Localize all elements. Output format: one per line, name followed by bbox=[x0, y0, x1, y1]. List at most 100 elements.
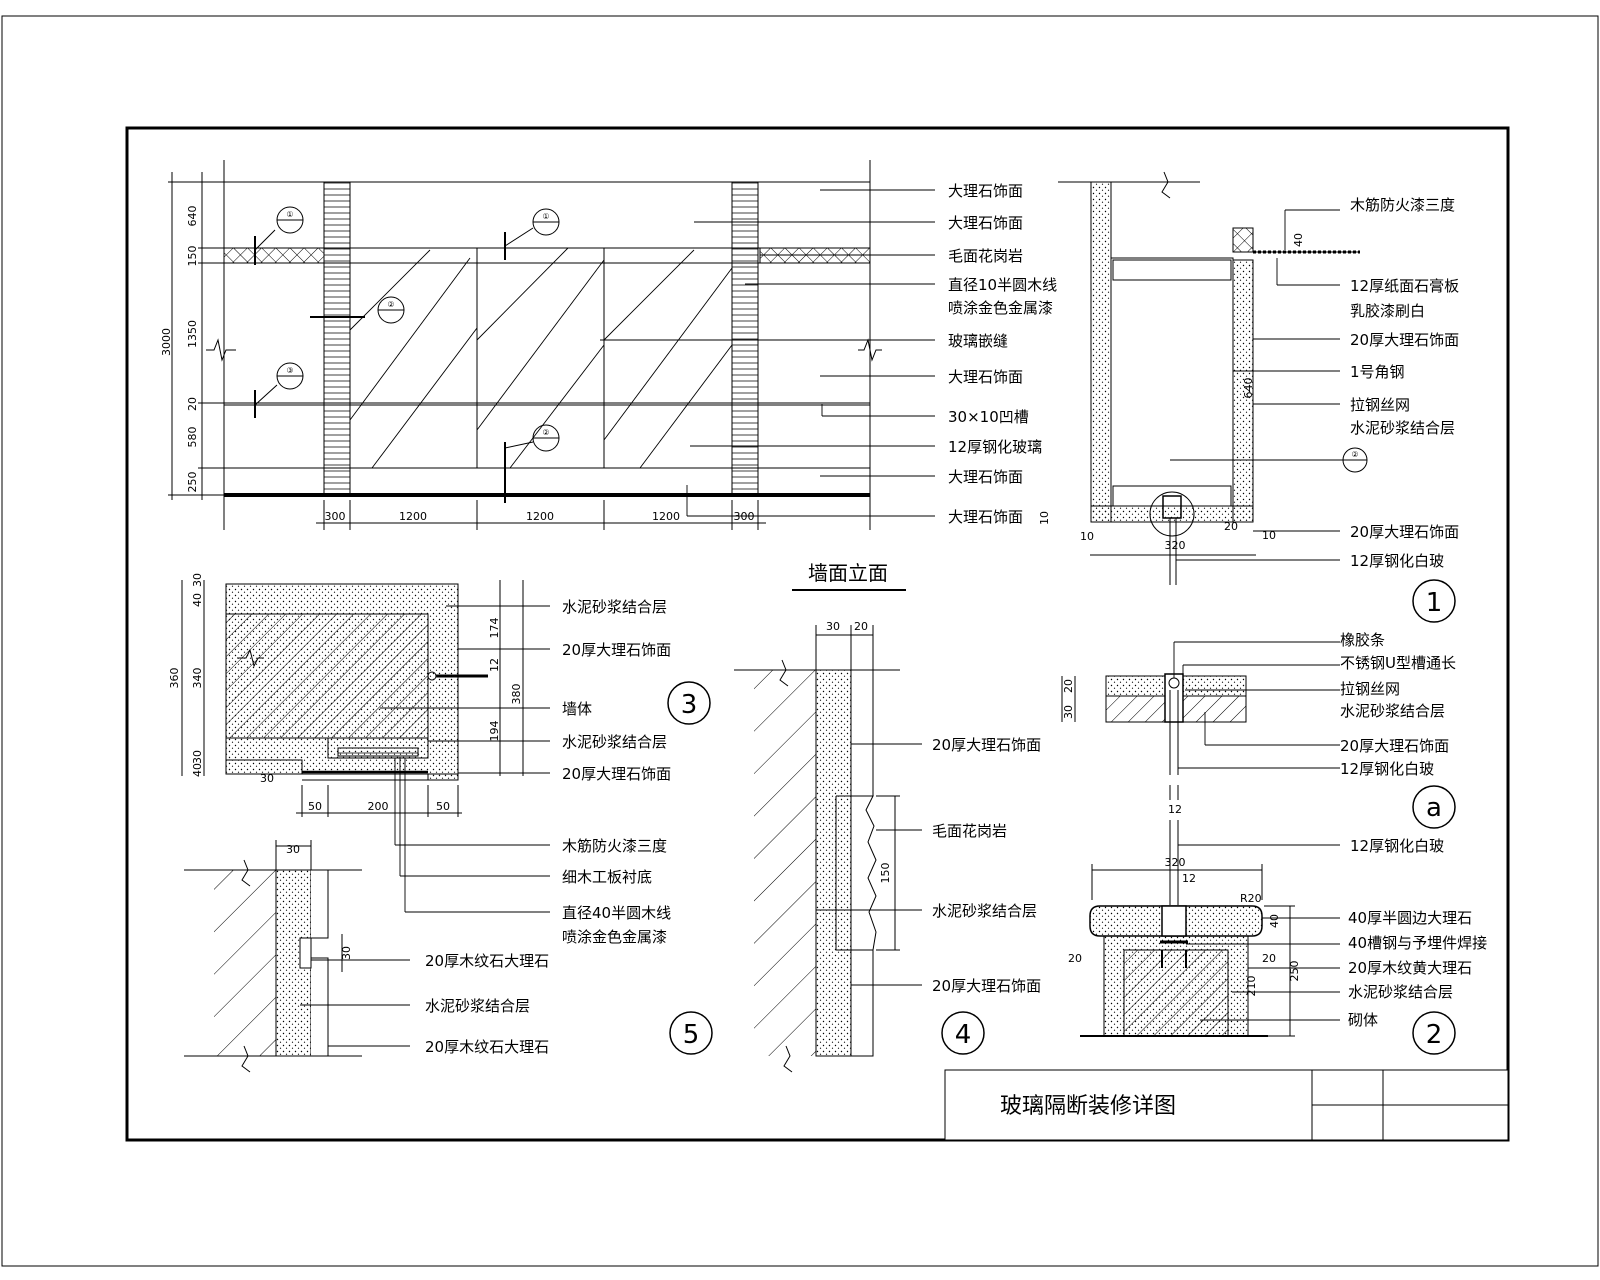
detailA-number: a bbox=[1426, 793, 1442, 823]
elev-dim-left: 1350 bbox=[186, 320, 199, 348]
detail2-dim: 250 bbox=[1288, 961, 1301, 982]
elev-dim-left: 250 bbox=[186, 472, 199, 493]
elev-dim-left: 640 bbox=[186, 206, 199, 227]
elev-dim-total: 3000 bbox=[160, 328, 173, 356]
detail4-number: 4 bbox=[955, 1020, 972, 1050]
detail3-label: 20厚大理石饰面 bbox=[562, 765, 671, 783]
elev-dim-bottom: 1200 bbox=[526, 510, 554, 523]
detail-a: 30 20 12 橡胶条 不锈钢U型槽通长 拉钢丝网 水泥砂浆结合层 20厚大理… bbox=[1061, 631, 1456, 829]
detail5-label: 水泥砂浆结合层 bbox=[425, 997, 530, 1015]
detail1-label: 12厚钢化白玻 bbox=[1350, 552, 1444, 570]
detail1-number: 1 bbox=[1426, 588, 1443, 618]
detailA-dim: 20 bbox=[1062, 679, 1075, 693]
detail2-label: 水泥砂浆结合层 bbox=[1348, 983, 1453, 1001]
detail3-dim: 174 bbox=[488, 618, 501, 639]
detail1-label: 乳胶漆刷白 bbox=[1350, 302, 1425, 320]
detail3-dim: 50 bbox=[308, 800, 322, 813]
detail2-dim: 210 bbox=[1245, 976, 1258, 997]
detailA-dim: 30 bbox=[1062, 705, 1075, 719]
elev-label: 12厚钢化玻璃 bbox=[948, 438, 1042, 456]
elevation-title: 墙面立面 bbox=[808, 561, 888, 585]
detail3-dim: 50 bbox=[436, 800, 450, 813]
detail3-dim: 194 bbox=[488, 721, 501, 742]
detail4-dim: 150 bbox=[879, 863, 892, 884]
detail3-label: 20厚大理石饰面 bbox=[562, 641, 671, 659]
detail1-dim: 320 bbox=[1165, 539, 1186, 552]
detailA-label: 20厚大理石饰面 bbox=[1340, 737, 1449, 755]
detail5-label: 20厚木纹石大理石 bbox=[425, 952, 549, 970]
detail2-dim: 20 bbox=[1262, 952, 1276, 965]
elev-label: 大理石饰面 bbox=[948, 182, 1023, 200]
detail2-label: 40厚半圆边大理石 bbox=[1348, 909, 1472, 927]
elev-dim-bottom: 1200 bbox=[399, 510, 427, 523]
detail4-label: 毛面花岗岩 bbox=[932, 822, 1007, 840]
detailA-label: 水泥砂浆结合层 bbox=[1340, 702, 1445, 720]
elev-dim-left: 580 bbox=[186, 427, 199, 448]
detail1-dim: 40 bbox=[1292, 233, 1305, 247]
elev-dim-bottom: 300 bbox=[734, 510, 755, 523]
detail3-dim: 360 bbox=[168, 668, 181, 689]
detail2-dim: 20 bbox=[1068, 952, 1082, 965]
detail3-dim: 380 bbox=[510, 684, 523, 705]
elev-label: 直径10半圆木线 bbox=[948, 276, 1057, 294]
detail4-label: 20厚大理石饰面 bbox=[932, 736, 1041, 754]
detailA-label: 12厚钢化白玻 bbox=[1340, 760, 1434, 778]
detail2-dim: R20 bbox=[1240, 892, 1262, 905]
detail-4: 30 20 150 20厚大理石饰面 毛面花岗岩 水泥砂浆结合层 20厚大理石饰… bbox=[734, 620, 1041, 1073]
elev-label: 大理石饰面 bbox=[948, 214, 1023, 232]
elev-callout: ① bbox=[286, 210, 293, 219]
outer-border bbox=[1, 15, 1599, 1267]
elev-label: 喷涂金色金属漆 bbox=[948, 299, 1053, 317]
detail1-label: 木筋防火漆三度 bbox=[1350, 196, 1455, 214]
detail2-number: 2 bbox=[1426, 1020, 1443, 1050]
detail3-dim: 40 bbox=[191, 763, 204, 777]
elev-callout: ② bbox=[542, 428, 549, 437]
detail5-dim: 30 bbox=[340, 946, 353, 960]
detail3-label: 木筋防火漆三度 bbox=[562, 837, 667, 855]
detail3-dim: 30 bbox=[191, 573, 204, 587]
elev-callout: ① bbox=[542, 212, 549, 221]
inner-border bbox=[125, 126, 1510, 1142]
detail1-dim: 20 bbox=[1224, 520, 1238, 533]
detail3-dim: 200 bbox=[368, 800, 389, 813]
detail4-label: 20厚大理石饰面 bbox=[932, 977, 1041, 995]
detail1-dim: 10 bbox=[1262, 529, 1276, 542]
detail3-dim: 340 bbox=[191, 668, 204, 689]
detail5-number: 5 bbox=[683, 1020, 700, 1050]
elev-callout: ③ bbox=[286, 366, 293, 375]
detail1-label: 20厚大理石饰面 bbox=[1350, 523, 1459, 541]
detail4-dim: 20 bbox=[854, 620, 868, 633]
detailA-label: 拉钢丝网 bbox=[1340, 680, 1400, 698]
detail-3: 40 30 360 340 30 40 174 12 380 194 50 20… bbox=[168, 573, 711, 946]
elev-dim-left: 150 bbox=[186, 246, 199, 267]
detail3-dim: 12 bbox=[488, 658, 501, 672]
detailA-label: 不锈钢U型槽通长 bbox=[1340, 654, 1456, 672]
detail1-dim: 10 bbox=[1080, 530, 1094, 543]
elev-label: 大理石饰面 bbox=[948, 508, 1023, 526]
detail1-label: 1号角钢 bbox=[1350, 363, 1405, 381]
detail2-dim: 12 bbox=[1182, 872, 1196, 885]
detail-5: 30 30 20厚木纹石大理石 水泥砂浆结合层 20厚木纹石大理石 5 bbox=[184, 840, 713, 1073]
detail2-dim: 40 bbox=[1268, 914, 1281, 928]
detail3-number: 3 bbox=[681, 690, 698, 720]
elev-label: 玻璃嵌缝 bbox=[948, 332, 1008, 350]
detail1-label: 水泥砂浆结合层 bbox=[1350, 419, 1455, 437]
detail3-label: 墙体 bbox=[562, 700, 592, 718]
detail5-dim: 30 bbox=[286, 843, 300, 856]
elev-label: 毛面花岗岩 bbox=[948, 247, 1023, 265]
detail3-label: 直径40半圆木线 bbox=[562, 904, 671, 922]
detail4-dim: 30 bbox=[826, 620, 840, 633]
detail1-callout: ② bbox=[1351, 450, 1358, 459]
detail1-label: 拉钢丝网 bbox=[1350, 396, 1410, 414]
detail3-dim: 30 bbox=[191, 750, 204, 764]
detail-2: 12厚钢化白玻 320 12 R20 40 20 20 210 250 40厚半… bbox=[1068, 820, 1487, 1055]
detail2-label: 20厚木纹黄大理石 bbox=[1348, 959, 1472, 977]
elev-label: 大理石饰面 bbox=[948, 368, 1023, 386]
detail3-label: 细木工板衬底 bbox=[562, 868, 652, 886]
detail3-label: 水泥砂浆结合层 bbox=[562, 733, 667, 751]
detail2-dim: 320 bbox=[1165, 856, 1186, 869]
detail1-dim: 640 bbox=[1242, 378, 1255, 399]
detail3-label: 喷涂金色金属漆 bbox=[562, 928, 667, 946]
elev-dim-bottom: 300 bbox=[325, 510, 346, 523]
